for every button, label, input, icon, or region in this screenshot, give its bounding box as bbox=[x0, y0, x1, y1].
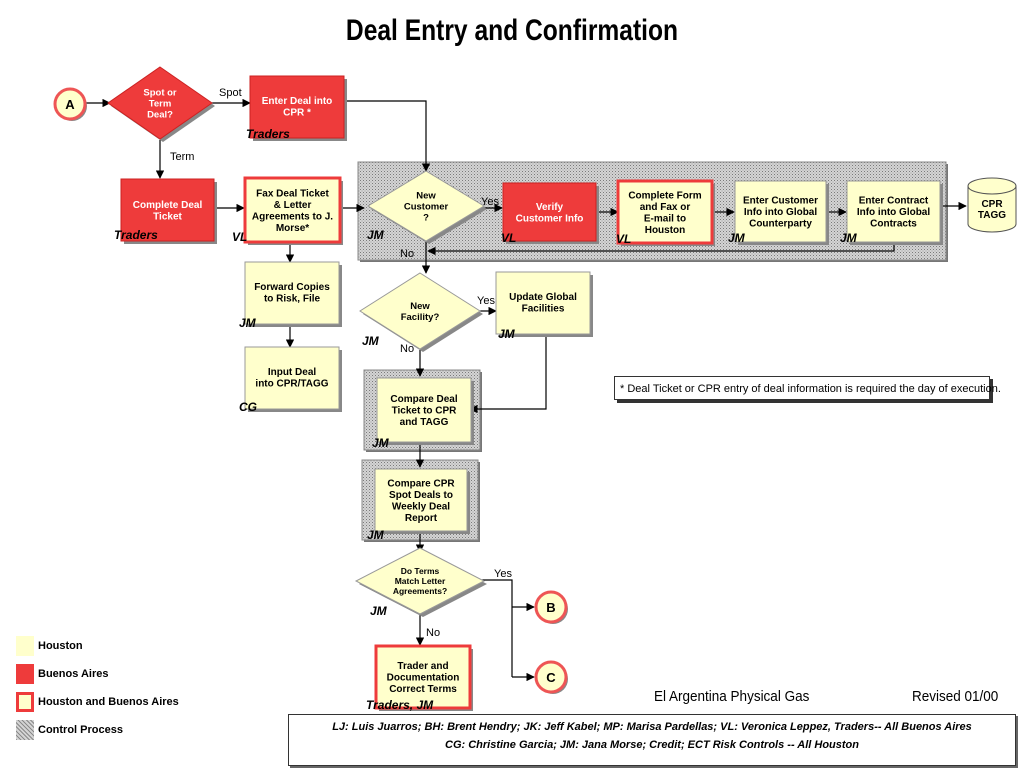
connector-connc-label: C bbox=[546, 670, 556, 685]
footer-project-name: El Argentina Physical Gas bbox=[654, 688, 810, 705]
entercontract-box bbox=[846, 180, 941, 243]
forwardCopies-owner: JM bbox=[239, 316, 257, 330]
comparespot-box bbox=[374, 468, 468, 532]
connector-connb-label: B bbox=[546, 600, 555, 615]
forwardcopies-box bbox=[244, 261, 340, 325]
legend-label: Houston bbox=[38, 640, 83, 652]
completeticket-box bbox=[120, 178, 215, 242]
edge-facility-to-compare-a bbox=[472, 334, 547, 410]
edge-label-yes: Yes bbox=[477, 295, 495, 307]
compareDeal-owner: JM bbox=[372, 436, 390, 450]
footer-revision: Revised 01/00 bbox=[912, 688, 999, 705]
traderDoc-owner: Traders, JM bbox=[366, 698, 434, 712]
completeTicket-owner: Traders bbox=[114, 228, 158, 242]
entercpr-box bbox=[249, 75, 345, 139]
connector-connb bbox=[534, 590, 568, 624]
entercustomer-box bbox=[734, 180, 827, 243]
edge-label-no: No bbox=[426, 627, 440, 639]
compareSpot-owner: JM bbox=[367, 528, 385, 542]
newfacility-diamond bbox=[359, 272, 481, 350]
personnel-key-line: LJ: Luis Juarros; BH: Brent Hendry; JK: … bbox=[332, 721, 972, 733]
verifyCustomer-owner: VL bbox=[501, 231, 516, 245]
enterContract-owner: JM bbox=[840, 231, 858, 245]
edge-cpr-to-customer-a bbox=[344, 100, 427, 160]
comparedeal-box bbox=[376, 377, 472, 443]
personnel-key: LJ: Luis Juarros; BH: Brent Hendry; JK: … bbox=[288, 714, 1016, 766]
faxTicket-owner: VL bbox=[232, 230, 247, 244]
connector-conna bbox=[53, 87, 87, 121]
connector-connc bbox=[534, 660, 568, 694]
edge-label-yes: Yes bbox=[481, 196, 499, 208]
legend-item-control: Control Process bbox=[16, 716, 179, 744]
legend-label: Buenos Aires bbox=[38, 668, 109, 680]
spotterm-diamond bbox=[107, 66, 213, 140]
edge-label-term: Term bbox=[170, 151, 194, 163]
edge-label-no: No bbox=[400, 248, 414, 260]
footnote-box: * Deal Ticket or CPR entry of deal infor… bbox=[614, 376, 1001, 400]
completeform-box bbox=[616, 179, 714, 245]
legend-item-both: Houston and Buenos Aires bbox=[16, 688, 179, 716]
newcustomer-diamond bbox=[367, 170, 485, 242]
doterms-diamond bbox=[354, 547, 486, 615]
enterCPR-owner: Traders bbox=[246, 127, 290, 141]
edge-label-spot: Spot bbox=[219, 87, 242, 99]
verifycustomer-box bbox=[502, 182, 597, 242]
legend-swatch-control bbox=[16, 720, 34, 740]
newCustomer-owner: JM bbox=[367, 228, 385, 242]
legend-label: Control Process bbox=[38, 724, 123, 736]
cpr-tagg-database-top bbox=[967, 177, 1017, 195]
legend-swatch-buenos-aires bbox=[16, 664, 34, 684]
inputDeal-owner: CG bbox=[239, 400, 257, 414]
legend-swatch-houston bbox=[16, 636, 34, 656]
legend: Houston Buenos Aires Houston and Buenos … bbox=[16, 632, 179, 744]
edge-yes-branch bbox=[482, 579, 513, 677]
legend-swatch-both bbox=[16, 692, 34, 712]
personnel-key-line: CG: Christine Garcia; JM: Jana Morse; Cr… bbox=[445, 739, 859, 751]
newFacility-owner: JM bbox=[362, 334, 380, 348]
legend-item-houston: Houston bbox=[16, 632, 179, 660]
faxticket-box bbox=[243, 176, 342, 244]
updateFacilities-owner: JM bbox=[498, 327, 516, 341]
legend-item-buenos-aires: Buenos Aires bbox=[16, 660, 179, 688]
edge-label-no: No bbox=[400, 343, 414, 355]
legend-label: Houston and Buenos Aires bbox=[38, 696, 179, 708]
connector-conna-label: A bbox=[65, 97, 75, 112]
traderdoc-box bbox=[374, 644, 472, 710]
doTerms-owner: JM bbox=[370, 604, 388, 618]
cpr-tagg-database bbox=[967, 186, 1017, 233]
updatefacilities-box bbox=[495, 271, 591, 335]
enterCustomer-owner: JM bbox=[728, 231, 746, 245]
inputdeal-box bbox=[244, 346, 340, 410]
edge-label-yes: Yes bbox=[494, 568, 512, 580]
page-title: Deal Entry and Confirmation bbox=[345, 14, 679, 47]
completeForm-owner: VL bbox=[616, 232, 631, 246]
